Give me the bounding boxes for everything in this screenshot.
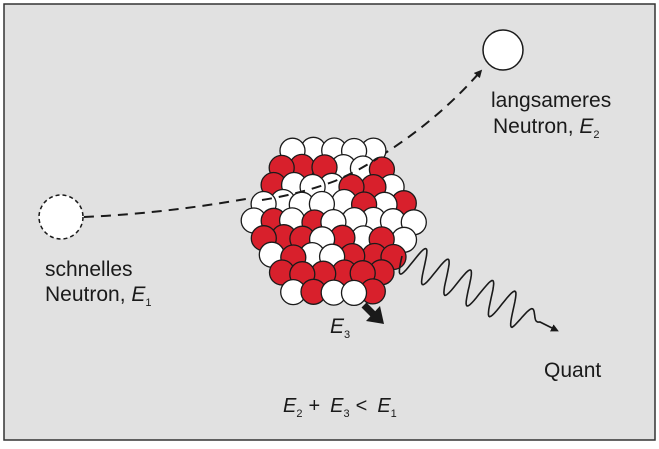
svg-text:langsameres: langsameres — [491, 89, 611, 112]
quantum-label: Quant — [544, 359, 601, 382]
outgoing-neutron-icon — [483, 30, 523, 70]
incoming-neutron-icon — [39, 195, 83, 239]
fast-neutron-line2: Neutron, E1 — [45, 283, 152, 309]
svg-text:schnelles: schnelles — [45, 258, 133, 281]
slow-neutron-label: langsameres Neutron, E2 — [491, 89, 611, 141]
slow-neutron-line2: Neutron, E2 — [493, 115, 600, 141]
